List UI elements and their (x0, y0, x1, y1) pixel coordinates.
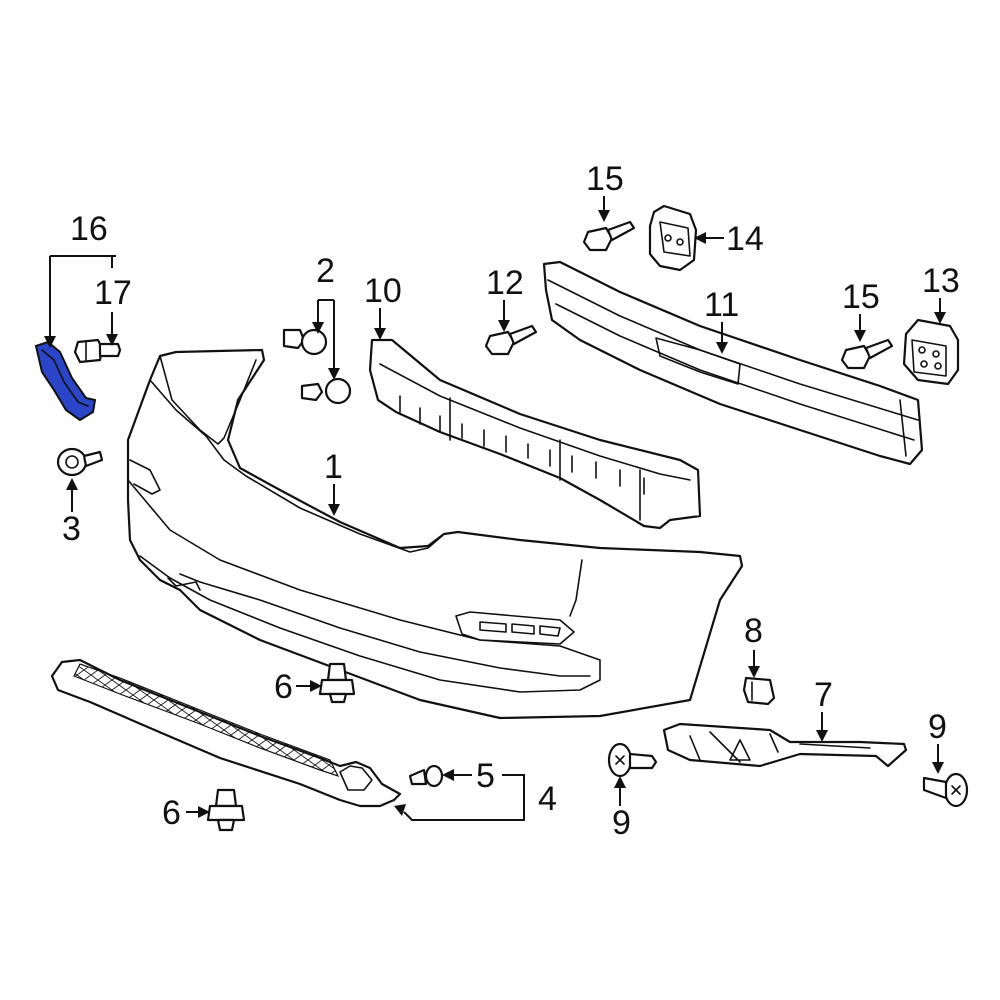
part-1-bumper-cover[interactable] (126, 348, 744, 720)
part-6-stud-lower[interactable] (206, 788, 246, 832)
part-8-nut[interactable] (742, 676, 776, 706)
part-15-bolt-upper[interactable] (582, 220, 636, 252)
callout-numbers: 16 17 3 2 1 10 12 11 15 14 15 13 6 6 5 4… (62, 160, 960, 842)
part-6-stud-upper[interactable] (318, 662, 356, 704)
part-13-bracket[interactable] (902, 318, 960, 386)
callout-7: 7 (814, 676, 833, 714)
part-12-bolt[interactable] (484, 324, 538, 356)
callout-15-lower: 15 (842, 278, 880, 316)
part-7-side-bracket[interactable] (662, 722, 908, 768)
callout-6-lower: 6 (162, 794, 181, 832)
callout-9-left: 9 (612, 804, 631, 842)
callout-2: 2 (316, 252, 335, 290)
callout-17: 17 (94, 274, 132, 312)
part-14-bracket[interactable] (648, 204, 698, 272)
callout-15-upper: 15 (586, 160, 624, 198)
part-15-bolt-lower[interactable] (840, 338, 894, 370)
part-9-screw-right[interactable] (922, 772, 969, 808)
callout-6-upper: 6 (274, 668, 293, 706)
part-10-absorber[interactable] (368, 338, 702, 530)
part-2-push-clips[interactable] (282, 328, 352, 405)
callout-5: 5 (476, 757, 495, 795)
callout-16: 16 (70, 210, 108, 248)
callout-10: 10 (364, 272, 402, 310)
callout-1: 1 (324, 448, 343, 486)
callout-3: 3 (62, 510, 81, 548)
part-4-lower-grille[interactable] (50, 658, 402, 808)
part-11-reinforcement[interactable] (542, 260, 924, 466)
callout-13: 13 (922, 262, 960, 300)
part-5-screw[interactable] (408, 764, 444, 788)
callout-12: 12 (486, 264, 524, 302)
callout-4: 4 (538, 780, 557, 818)
leader-lines (44, 196, 946, 821)
part-9-screw-left[interactable] (607, 742, 658, 778)
callout-8: 8 (744, 612, 763, 650)
part-16-bracket[interactable] (34, 340, 97, 422)
part-3-clip[interactable] (56, 447, 104, 477)
callout-9-right: 9 (928, 708, 947, 746)
callout-14: 14 (726, 220, 764, 258)
callout-11: 11 (704, 286, 739, 324)
part-17-bolt[interactable] (73, 338, 122, 364)
